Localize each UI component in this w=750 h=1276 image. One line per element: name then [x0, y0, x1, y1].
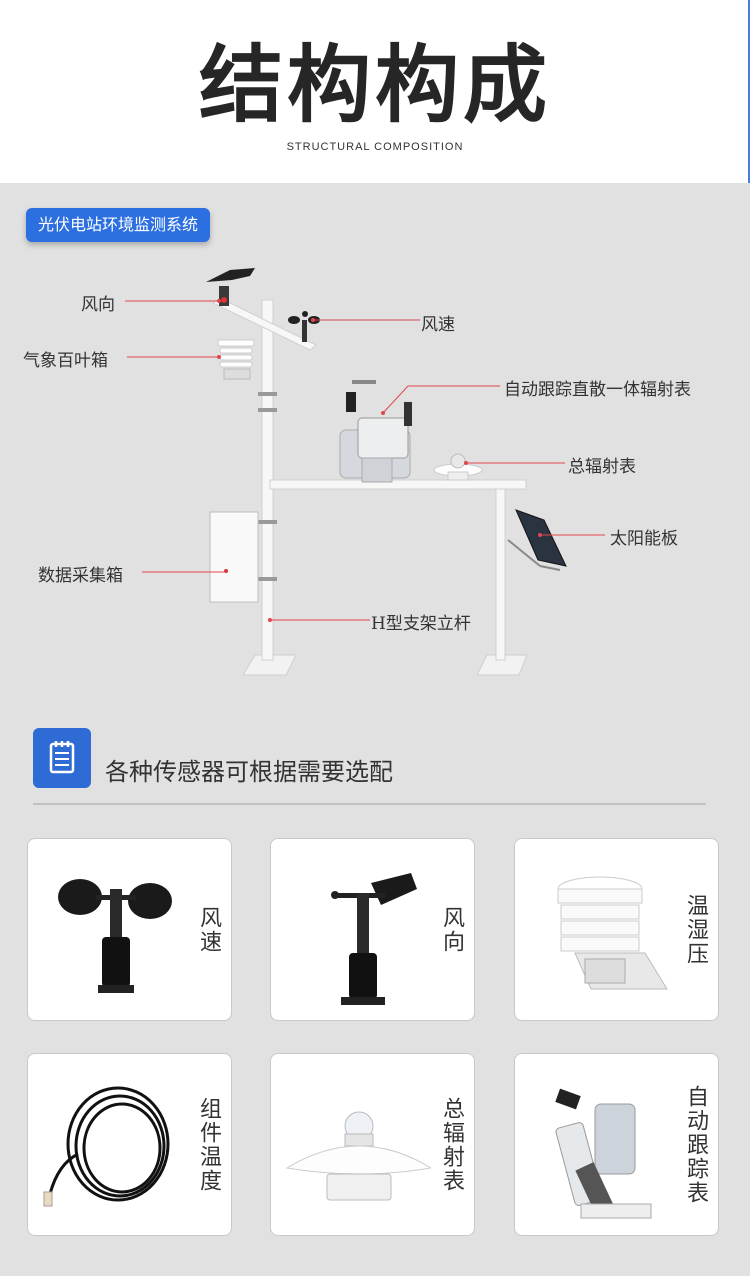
label-solar-panel: 太阳能板 [610, 529, 678, 549]
label-auto-tracking: 自动跟踪直散一体辐射表 [504, 380, 691, 400]
sensor-card-temp-humidity-pressure: 温湿压 [514, 838, 719, 1021]
section-divider [33, 803, 706, 805]
louver-box-icon [557, 876, 668, 990]
page-title: 结构构成 [198, 36, 551, 134]
sensor-label: 温湿压 [683, 893, 708, 966]
page-subtitle: STRUCTURAL COMPOSITION [286, 141, 464, 153]
label-louver-box: 气象百叶箱 [23, 351, 108, 371]
sensor-card-module-temp: 组件温度 [27, 1053, 232, 1236]
header: 结构构成 STRUCTURAL COMPOSITION [0, 0, 750, 183]
sensor-label: 总辐射表 [439, 1096, 464, 1193]
notepad-icon [33, 728, 91, 788]
sensor-card-wind-speed: 风速 [27, 838, 232, 1021]
sensor-label: 风向 [439, 905, 464, 954]
wind-vane-icon [331, 873, 417, 1005]
label-total-radiation: 总辐射表 [568, 457, 636, 477]
sensor-card-total-radiation: 总辐射表 [270, 1053, 475, 1236]
station-illustration [125, 268, 605, 676]
sensor-label: 组件温度 [196, 1096, 221, 1193]
system-badge: 光伏电站环境监测系统 [26, 208, 211, 242]
sensor-card-wind-direction: 风向 [270, 838, 475, 1021]
edge-accent [748, 0, 750, 183]
label-h-pole: H型支架立杆 [371, 614, 471, 634]
pyranometer-icon [285, 1111, 431, 1201]
temperature-cable-icon [43, 1086, 170, 1207]
sun-tracker-icon [555, 1088, 652, 1219]
sensor-label: 自动跟踪表 [683, 1084, 708, 1205]
station-diagram: 风向 风速 气象百叶箱 自动跟踪直散一体辐射表 总辐射表 太阳能板 数据采集箱 … [0, 250, 750, 690]
label-data-box: 数据采集箱 [38, 566, 123, 586]
sensor-card-auto-tracker: 自动跟踪表 [514, 1053, 719, 1236]
section-title: 各种传感器可根据需要选配 [105, 758, 393, 786]
label-wind-speed: 风速 [421, 315, 455, 335]
label-wind-direction: 风向 [81, 295, 115, 315]
sensor-label: 风速 [196, 905, 221, 954]
anemometer-icon [58, 879, 172, 993]
